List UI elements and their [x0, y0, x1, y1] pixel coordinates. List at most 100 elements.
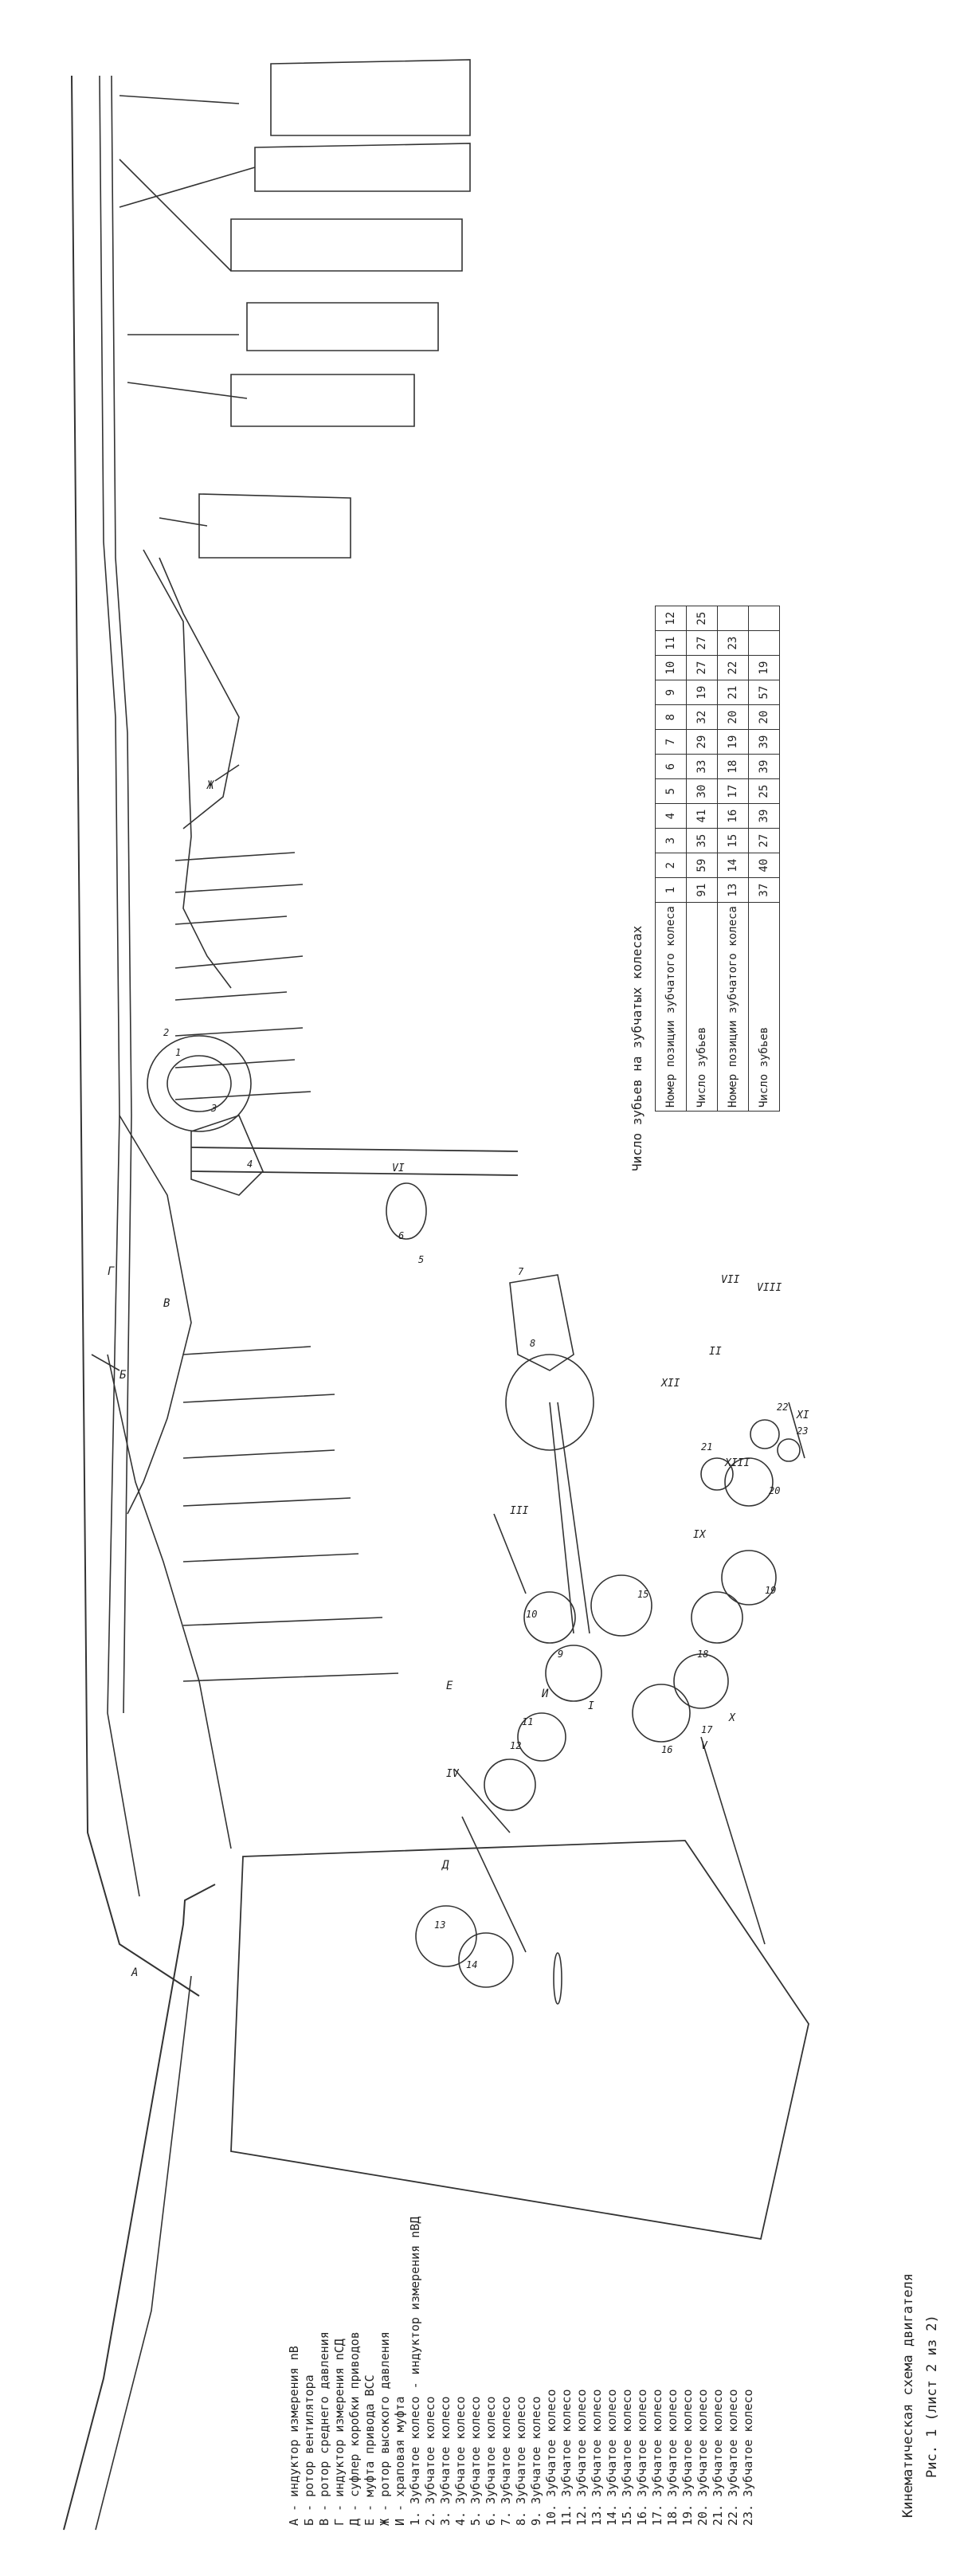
- gear-number-label: 6: [398, 1230, 404, 1241]
- label-E: Е: [446, 1680, 453, 1692]
- table-cell: 21: [717, 680, 749, 705]
- legend-item: 2. Зубчатое колесо: [423, 2396, 437, 2526]
- engine-casing-line: [71, 75, 200, 1997]
- table-cell: 18: [717, 754, 749, 779]
- leader-zh: [214, 764, 240, 782]
- shaft-label-I: I: [588, 1700, 594, 1712]
- table-cell: 27: [748, 828, 780, 853]
- legend-item: А - индуктор измерения nВ: [287, 2346, 301, 2526]
- table-cell: 14: [717, 853, 749, 878]
- legend-item: Б - ротор вентилятора: [302, 2374, 316, 2526]
- table-cell: 39: [748, 803, 780, 829]
- gear-number-label: 1: [175, 1047, 181, 1058]
- table-cell: Число зубьев: [686, 902, 718, 1112]
- legend-item: 12. Зубчатое колесо: [574, 2389, 589, 2526]
- table-cell: Число зубьев: [748, 902, 780, 1112]
- legend-item: И - храповая муфта: [393, 2396, 407, 2526]
- shaft-label-V: V: [701, 1740, 708, 1752]
- table-cell: 3: [655, 828, 687, 853]
- legend-item: 4. Зубчатое колесо: [453, 2396, 468, 2526]
- table-cell: 16: [717, 803, 749, 829]
- bevel-gear-3-4: [190, 1115, 264, 1196]
- gear-number-label: 10: [526, 1609, 537, 1620]
- gear-number-label: 7: [518, 1266, 524, 1277]
- table-cell: 11: [655, 630, 687, 656]
- gear-number-label: 16: [661, 1744, 672, 1755]
- table-cell: 39: [748, 754, 780, 779]
- gear-number-label: 23: [797, 1425, 808, 1437]
- legend-item: Д - суфлер коробки приводов: [347, 2331, 362, 2526]
- gearbox-shaft-III: [493, 1513, 527, 1594]
- turbine-stage-3: [230, 218, 463, 272]
- gear-1-2-cluster: [147, 1035, 252, 1132]
- leader-b: [91, 1354, 120, 1371]
- gear-number-label: 12: [510, 1740, 521, 1751]
- gear-number-label: 11: [522, 1716, 533, 1727]
- gear-14: [458, 1932, 514, 1988]
- shaft-label-XII: XII: [660, 1378, 680, 1390]
- gear-19: [721, 1550, 777, 1606]
- gear-13: [415, 1905, 477, 1967]
- legend-item: 16. Зубчатое колесо: [635, 2389, 649, 2526]
- legend-item: 10. Зубчатое колесо: [544, 2389, 558, 2526]
- table-cell: 40: [748, 853, 780, 878]
- table-cell: 27: [686, 630, 718, 656]
- shaft-label-III: III: [510, 1505, 529, 1517]
- legend-item: 14. Зубчатое колесо: [605, 2389, 619, 2526]
- mp-rotor-line: [119, 1115, 192, 1515]
- gear-18: [691, 1591, 743, 1644]
- gear-15: [590, 1574, 652, 1637]
- legend-item: Е - муфта привода ВСС: [362, 2374, 377, 2526]
- table-cell: 4: [655, 803, 687, 829]
- table-cell: 27: [686, 655, 718, 680]
- gear-number-label: 2: [163, 1027, 169, 1038]
- table-cell: [748, 630, 780, 656]
- legend-item: 1. Зубчатое колесо - индуктор измерения …: [408, 2216, 422, 2526]
- table-cell: 12: [655, 606, 687, 631]
- gear-8: [505, 1354, 594, 1451]
- gear-number-label: 15: [637, 1589, 648, 1600]
- table-cell: 19: [686, 680, 718, 705]
- legend-item: 15. Зубчатое колесо: [620, 2389, 634, 2526]
- gear-5-6: [386, 1182, 427, 1240]
- gear-number-label: 8: [530, 1338, 535, 1349]
- legend-item: 23. Зубчатое колесо: [741, 2389, 755, 2526]
- table-cell: 91: [686, 877, 718, 903]
- rotor-shaft-outer: [99, 75, 140, 1897]
- table-cell: Номер позиции зубчатого колеса: [717, 902, 749, 1112]
- teeth-table: Номер позиции зубчатого колеса 1 2 3 4 5…: [655, 606, 780, 1112]
- table-cell: [717, 606, 749, 631]
- table-cell: 15: [717, 828, 749, 853]
- table-cell: 57: [748, 680, 780, 705]
- table-row: Номер позиции зубчатого колеса 1 2 3 4 5…: [655, 606, 687, 1112]
- table-cell: 22: [717, 655, 749, 680]
- turbine-disk-lines: [119, 95, 256, 527]
- fan-rotor-line: [107, 1354, 232, 1849]
- table-cell: 33: [686, 754, 718, 779]
- legend-item: 7. Зубчатое колесо: [499, 2396, 513, 2526]
- shaft-label-IX: IX: [693, 1529, 707, 1541]
- table-cell: 25: [686, 606, 718, 631]
- hp-rotor-line: [143, 549, 232, 989]
- gearbox-shaft: [549, 1402, 590, 1634]
- table-row: Номер позиции зубчатого колеса 13 14 15 …: [717, 606, 749, 1112]
- table-cell: 35: [686, 828, 718, 853]
- gearbox-shaft-IV: [453, 1768, 511, 1833]
- shaft-label-VI: VI: [392, 1163, 405, 1174]
- shaft-label-IV: IV: [446, 1768, 460, 1780]
- gearbox-shaft-X: [788, 1402, 805, 1459]
- table-cell: 39: [748, 729, 780, 755]
- shaft-label-II: II: [709, 1346, 722, 1358]
- table-cell: 37: [748, 877, 780, 903]
- table-cell: 23: [717, 630, 749, 656]
- gear-number-label: 9: [558, 1649, 563, 1660]
- legend-item: Г - индуктор измерения nСД: [332, 2339, 347, 2526]
- legend-item: 8. Зубчатое колесо: [514, 2396, 528, 2526]
- legend-item: 19. Зубчатое колесо: [680, 2389, 695, 2526]
- teeth-table-wrapper: Номер позиции зубчатого колеса 1 2 3 4 5…: [655, 606, 780, 1112]
- turbine-stage-6: [198, 493, 351, 559]
- label-V: В: [163, 1297, 170, 1310]
- figure-subtitle: Рис. 1 (лист 2 из 2): [924, 2315, 940, 2478]
- gear-number-label: 3: [210, 1103, 217, 1114]
- table-cell: 13: [717, 877, 749, 903]
